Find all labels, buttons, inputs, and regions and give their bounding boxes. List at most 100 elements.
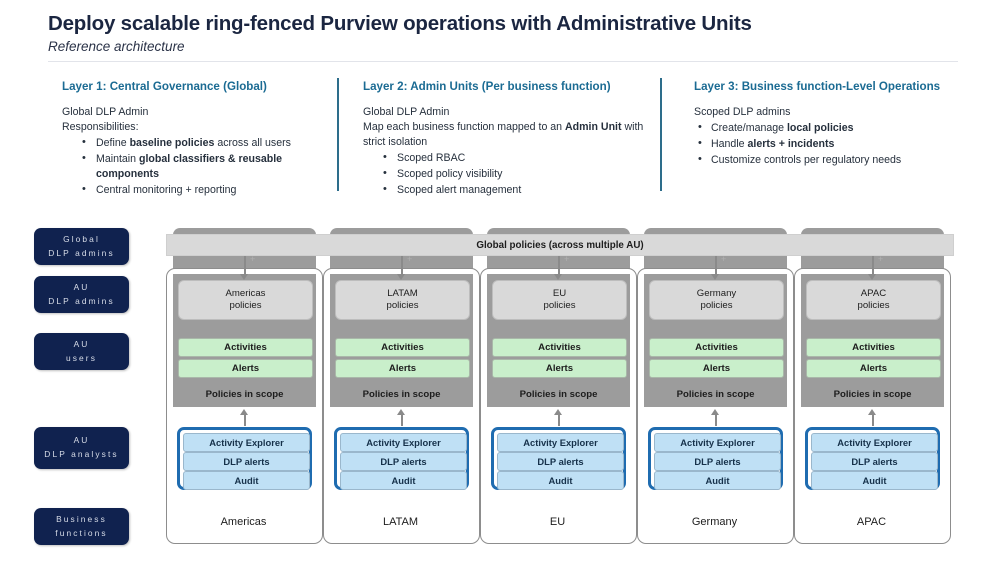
scope-item-alerts: Alerts <box>806 359 941 378</box>
analyst-tool-dlp-alerts[interactable]: DLP alerts <box>497 452 624 471</box>
scope-item-alerts: Alerts <box>178 359 313 378</box>
region-label-latam: LATAM <box>382 516 419 528</box>
region-label-americas: Americas <box>220 516 267 528</box>
policies-in-scope-label: Policies in scope <box>362 389 441 400</box>
policy-box-line: APAC <box>860 287 887 299</box>
layer-1-body: Global DLP Admin Responsibilities: Defin… <box>62 105 330 198</box>
layer-divider-1 <box>337 78 339 191</box>
header: Deploy scalable ring-fenced Purview oper… <box>48 12 978 54</box>
policy-box-line: policies <box>543 300 576 311</box>
policy-box-line: policies <box>386 300 419 311</box>
layer-2-bullet: Scoped alert management <box>363 182 655 198</box>
layer-2-body: Global DLP Admin Map each business funct… <box>363 105 655 198</box>
layer-3-bullet: Handle alerts + incidents <box>694 136 970 152</box>
page-subtitle: Reference architecture <box>48 38 185 54</box>
scope-item-activities: Activities <box>178 338 313 357</box>
layer-1-bullet: Define baseline policies across all user… <box>62 135 330 151</box>
arrow-up-icon <box>711 409 720 426</box>
pill-line: DLP admins <box>48 247 115 258</box>
policies-in-scope-label: Policies in scope <box>205 389 284 400</box>
policies-in-scope-label: Policies in scope <box>519 389 598 400</box>
policy-box-line: policies <box>857 300 890 311</box>
pill-line: DLP admins <box>48 295 115 306</box>
analyst-tool-dlp-alerts[interactable]: DLP alerts <box>811 452 938 471</box>
layer-divider-2 <box>660 78 662 191</box>
analyst-tool-audit[interactable]: Audit <box>654 471 781 490</box>
arrow-up-icon <box>868 409 877 426</box>
analyst-tool-audit[interactable]: Audit <box>340 471 467 490</box>
policies-in-scope-label: Policies in scope <box>676 389 755 400</box>
layer-1-title: Layer 1: Central Governance (Global) <box>62 80 267 93</box>
scope-item-activities: Activities <box>492 338 627 357</box>
analyst-tool-audit[interactable]: Audit <box>183 471 310 490</box>
layer-1-bullet: Central monitoring + reporting <box>62 182 330 198</box>
analyst-tool-activity-explorer[interactable]: Activity Explorer <box>497 433 624 452</box>
layer-1-line-1: Responsibilities: <box>62 120 139 133</box>
scope-item-activities: Activities <box>806 338 941 357</box>
analyst-tool-activity-explorer[interactable]: Activity Explorer <box>811 433 938 452</box>
sidebar-pill-au-dlp-analysts: AU DLP analysts <box>34 427 129 469</box>
policy-box-line: LATAM <box>387 287 418 299</box>
region-label-eu: EU <box>549 516 566 528</box>
policy-box-line: EU <box>552 287 567 299</box>
layer-2-bullet: Scoped policy visibility <box>363 166 655 182</box>
analyst-tool-dlp-alerts[interactable]: DLP alerts <box>183 452 310 471</box>
policy-box-line: Americas <box>225 287 266 299</box>
region-label-germany: Germany <box>691 516 738 528</box>
arrow-up-icon <box>397 409 406 426</box>
sidebar-pill-business-functions: Business functions <box>34 508 129 545</box>
analyst-tool-activity-explorer[interactable]: Activity Explorer <box>183 433 310 452</box>
layer-3-bullet: Create/manage local policies <box>694 120 970 136</box>
page-title: Deploy scalable ring-fenced Purview oper… <box>48 12 752 35</box>
pill-line: DLP analysts <box>44 449 119 459</box>
arrow-down-icon: + <box>240 254 255 280</box>
pill-line: functions <box>55 527 108 538</box>
analyst-tool-activity-explorer[interactable]: Activity Explorer <box>654 433 781 452</box>
policy-box-line: policies <box>229 300 262 311</box>
sidebar-pill-au-dlp-admins: AU DLP admins <box>34 276 129 313</box>
layer-2-rich-line: Map each business function mapped to an … <box>363 120 647 148</box>
pill-line: AU <box>73 338 90 349</box>
arrow-down-icon: + <box>868 254 883 280</box>
header-divider <box>48 61 958 62</box>
layer-2-column: Layer 2: Admin Units (Per business funct… <box>363 80 655 198</box>
layer-2-title: Layer 2: Admin Units (Per business funct… <box>363 80 611 93</box>
analyst-tool-dlp-alerts[interactable]: DLP alerts <box>340 452 467 471</box>
analyst-tool-dlp-alerts[interactable]: DLP alerts <box>654 452 781 471</box>
layer-1-bullets: Define baseline policies across all user… <box>62 135 330 198</box>
region-label-apac: APAC <box>856 516 887 528</box>
layer-3-body: Scoped DLP admins Create/manage local po… <box>694 105 970 168</box>
analyst-tool-audit[interactable]: Audit <box>497 471 624 490</box>
analyst-tool-audit[interactable]: Audit <box>811 471 938 490</box>
scope-item-activities: Activities <box>335 338 470 357</box>
layer-3-line-0: Scoped DLP admins <box>694 105 791 118</box>
scope-item-alerts: Alerts <box>649 359 784 378</box>
layer-1-bullet: Maintain global classifiers & reusable c… <box>62 151 330 182</box>
pill-line: Business <box>56 513 107 524</box>
layer-2-bullets: Scoped RBACScoped policy visibilityScope… <box>363 150 655 198</box>
pill-line: AU <box>73 435 90 446</box>
layer-3-bullet: Customize controls per regulatory needs <box>694 152 970 168</box>
pill-line: AU <box>73 281 90 292</box>
analyst-tool-activity-explorer[interactable]: Activity Explorer <box>340 433 467 452</box>
layer-1-line-0: Global DLP Admin <box>62 105 149 118</box>
layer-2-line-0: Global DLP Admin <box>363 105 450 118</box>
arrow-down-icon: + <box>711 254 726 280</box>
scope-item-alerts: Alerts <box>492 359 627 378</box>
layer-3-column: Layer 3: Business function-Level Operati… <box>694 80 970 168</box>
global-policies-bar: Global policies (across multiple AU) <box>166 234 954 256</box>
